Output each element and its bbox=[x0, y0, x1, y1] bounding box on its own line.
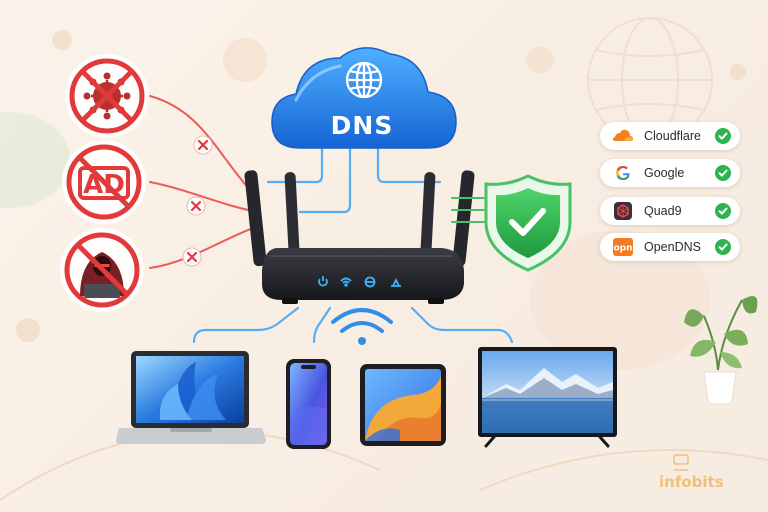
threat-lines bbox=[149, 95, 259, 269]
provider-name: Quad9 bbox=[644, 204, 682, 218]
opendns-logo-icon: opn bbox=[613, 238, 633, 256]
provider-google: Google bbox=[600, 159, 740, 187]
cloud-label: DNS bbox=[331, 111, 394, 140]
plant-decoration bbox=[684, 296, 758, 405]
provider-name: Cloudflare bbox=[644, 129, 701, 143]
check-icon bbox=[715, 203, 731, 219]
check-icon bbox=[715, 165, 731, 181]
hacker-icon bbox=[60, 228, 144, 312]
cloudflare-logo-icon bbox=[613, 129, 633, 141]
virus-icon bbox=[65, 54, 149, 138]
provider-opendns: opn OpenDNS bbox=[600, 233, 740, 261]
smartphone bbox=[286, 359, 331, 449]
smart-tv bbox=[478, 347, 617, 448]
google-logo-icon bbox=[616, 166, 630, 180]
ad-icon: AD bbox=[62, 140, 146, 224]
connection-lines bbox=[192, 144, 514, 344]
check-icon bbox=[715, 128, 731, 144]
opendns-logo-text: opn bbox=[613, 244, 632, 254]
background-decor bbox=[0, 17, 768, 501]
block-x-markers bbox=[182, 135, 213, 267]
provider-quad9: Quad9 bbox=[600, 197, 740, 225]
laptop bbox=[116, 351, 266, 444]
windows-bloom-icon bbox=[159, 362, 226, 420]
shield-check-icon bbox=[451, 174, 572, 272]
router bbox=[244, 170, 475, 304]
router-status-lights bbox=[318, 276, 401, 288]
provider-cloudflare: Cloudflare bbox=[600, 122, 740, 150]
check-icon bbox=[715, 239, 731, 255]
watermark-text: infobits bbox=[659, 473, 724, 491]
infobits-watermark: infobits bbox=[659, 454, 724, 491]
quad9-logo-icon bbox=[614, 202, 632, 220]
globe-icon bbox=[345, 61, 383, 99]
provider-name: Google bbox=[644, 166, 685, 180]
wifi-icon bbox=[331, 308, 393, 345]
dns-cloud: DNS bbox=[271, 47, 457, 149]
provider-name: OpenDNS bbox=[644, 240, 701, 254]
tablet bbox=[360, 364, 446, 446]
